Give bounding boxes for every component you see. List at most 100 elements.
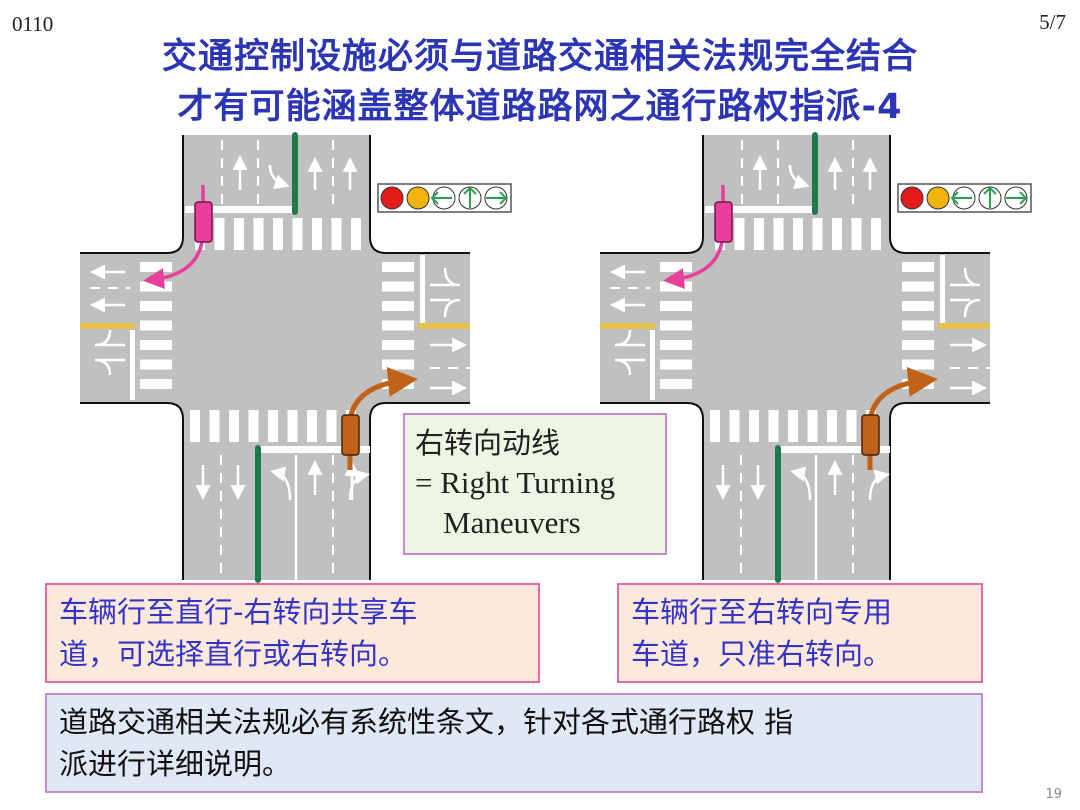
left-turning-car bbox=[194, 201, 213, 243]
crosswalk-stripe bbox=[326, 410, 337, 442]
crosswalk-stripe bbox=[273, 218, 283, 250]
green-left-arrow-icon bbox=[950, 191, 972, 205]
stop-line bbox=[185, 206, 295, 213]
crosswalk-stripe bbox=[793, 218, 803, 250]
crosswalk-stripe bbox=[812, 218, 823, 250]
right-turn-legend-box: 右转向动线 = Right Turning Maneuvers bbox=[403, 413, 667, 555]
green-right-arrow-icon bbox=[486, 191, 508, 205]
legend-title: 右转向动线 bbox=[415, 426, 561, 460]
legend-line-3: Maneuvers bbox=[443, 505, 581, 540]
traffic-signal bbox=[377, 183, 512, 213]
crosswalk-stripe bbox=[140, 262, 172, 272]
crosswalk-stripe bbox=[140, 301, 172, 311]
right-turn-arrow bbox=[268, 164, 290, 189]
crosswalk-stripe bbox=[768, 410, 779, 442]
crosswalk-stripe bbox=[287, 410, 298, 442]
crosswalk-stripe bbox=[871, 218, 881, 250]
right-caption-line-1: 车辆行至右转向专用 bbox=[631, 595, 893, 629]
bottom-note-box: 道路交通相关法规必有系统性条文，针对各式通行路权 指 派进行详细说明。 bbox=[45, 693, 983, 793]
crosswalk-stripe bbox=[214, 218, 225, 250]
crosswalk-stripe bbox=[902, 359, 934, 370]
road-surface bbox=[80, 135, 470, 580]
crosswalk-stripe bbox=[749, 410, 759, 442]
center-line bbox=[938, 323, 990, 329]
intersection-shared-lane bbox=[80, 132, 512, 583]
crosswalk-stripe bbox=[190, 410, 200, 442]
crosswalk-stripe bbox=[248, 410, 259, 442]
lane-arrow-group bbox=[430, 267, 461, 318]
crosswalk-stripe bbox=[902, 301, 934, 311]
crosswalk-stripe bbox=[140, 340, 172, 350]
crosswalk-stripe bbox=[851, 218, 862, 250]
bottom-note-line-2: 派进行详细说明。 bbox=[59, 747, 292, 781]
intersection-dedicated-lane bbox=[600, 132, 1032, 583]
crosswalk-stripe bbox=[773, 218, 784, 250]
lane-arrow-group bbox=[94, 329, 125, 376]
traffic-signal bbox=[897, 183, 1032, 213]
crosswalk-stripe bbox=[660, 379, 692, 389]
lane-arrow-group bbox=[950, 267, 981, 318]
crosswalk-stripe bbox=[846, 410, 857, 442]
center-line bbox=[80, 323, 135, 329]
crosswalk-stripe bbox=[382, 359, 414, 370]
red-light bbox=[900, 186, 924, 210]
right-turn-lane-arrow bbox=[868, 469, 890, 501]
center-line bbox=[600, 323, 655, 329]
crosswalk-stripe bbox=[734, 218, 745, 250]
crosswalk-stripe bbox=[754, 218, 764, 250]
title-line-1: 交通控制设施必须与道路交通相关法规完全结合 bbox=[161, 37, 918, 77]
right-turn-arrow bbox=[788, 164, 810, 189]
crosswalk-stripe bbox=[788, 410, 798, 442]
right-turning-car bbox=[341, 414, 360, 456]
crosswalk-stripe bbox=[382, 320, 414, 331]
crosswalk-stripe bbox=[902, 320, 934, 331]
right-turning-car bbox=[861, 414, 880, 456]
legend-line-2: = Right Turning bbox=[415, 465, 616, 500]
stop-line bbox=[705, 206, 815, 213]
left-caption-box: 车辆行至直行-右转向共享车 道，可选择直行或右转向。 bbox=[45, 583, 540, 683]
left-turn-arrow bbox=[790, 466, 812, 501]
stop-line bbox=[420, 255, 425, 323]
stop-line bbox=[260, 446, 370, 453]
crosswalk-stripe bbox=[253, 218, 264, 250]
crosswalk-stripe bbox=[710, 410, 720, 442]
title-line-2: 才有可能涵盖整体道路路网之通行路权指派-4 bbox=[177, 87, 903, 127]
curb-edge bbox=[600, 135, 990, 580]
crosswalk-stripe bbox=[827, 410, 837, 442]
crosswalk-stripe bbox=[660, 359, 692, 370]
bottom-note-line-1: 道路交通相关法规必有系统性条文，针对各式通行路权 指 bbox=[59, 705, 794, 739]
right-turn-lane-arrow bbox=[348, 469, 370, 501]
section-indicator: 5/7 bbox=[1039, 10, 1066, 34]
crosswalk-stripe bbox=[351, 218, 361, 250]
crosswalk-stripe bbox=[140, 320, 172, 331]
crosswalk-stripe bbox=[660, 281, 692, 292]
crosswalk-stripe bbox=[382, 262, 414, 272]
crosswalk-stripe bbox=[140, 359, 172, 370]
crosswalk-stripe bbox=[307, 410, 317, 442]
yellow-light bbox=[926, 186, 950, 210]
curb-edge bbox=[80, 135, 470, 580]
left-turning-car bbox=[714, 201, 733, 243]
crosswalk-stripe bbox=[660, 262, 692, 272]
crosswalk-stripe bbox=[382, 301, 414, 311]
road-surface bbox=[600, 135, 990, 580]
right-caption-box: 车辆行至右转向专用 车道，只准右转向。 bbox=[617, 583, 983, 683]
crosswalk-stripe bbox=[382, 281, 414, 292]
crosswalk-stripe bbox=[902, 281, 934, 292]
crosswalk-stripe bbox=[331, 218, 342, 250]
green-left-arrow-icon bbox=[430, 191, 452, 205]
stop-line bbox=[130, 330, 135, 400]
green-straight-arrow-icon bbox=[463, 186, 477, 208]
crosswalk-stripe bbox=[660, 340, 692, 350]
stop-line bbox=[780, 446, 890, 453]
crosswalk-stripe bbox=[832, 218, 842, 250]
crosswalk-stripe bbox=[292, 218, 303, 250]
crosswalk-stripe bbox=[807, 410, 818, 442]
lane-arrow-group bbox=[614, 329, 645, 376]
red-light bbox=[380, 186, 404, 210]
left-caption-line-2: 道，可选择直行或右转向。 bbox=[59, 637, 408, 671]
left-turn-arrow bbox=[270, 466, 292, 501]
crosswalk-stripe bbox=[140, 281, 172, 292]
crosswalk-stripe bbox=[902, 340, 934, 350]
